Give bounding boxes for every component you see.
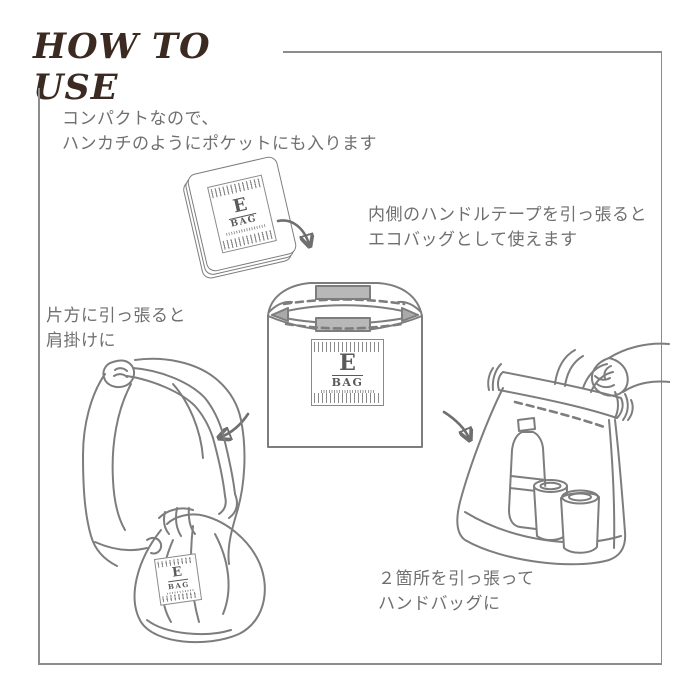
instruction-shoulder: 片方に引っ張ると 肩掛けに [46,303,186,353]
frame-line-top [283,51,662,53]
frame-line-bottom [38,663,662,665]
hand [591,357,629,397]
hand [102,359,136,389]
label-fineprint [321,390,374,393]
bag-side-gusset [608,419,616,549]
handbag-carry-illustration [456,342,670,566]
label-letter: E [332,352,363,376]
instruction-shoulder-line1: 片方に引っ張ると [46,306,186,325]
bag-body [133,513,266,644]
bag-top-silhouette [267,282,423,317]
instruction-shoulder-line2: 肩掛けに [46,331,116,351]
stitch-dashed-top [282,298,406,306]
bag-cinch [158,507,194,519]
ebag-label-shoulder: E BAG [153,553,203,606]
arrow-down-right-icon [442,410,480,446]
arm-outer [82,373,118,567]
instruction-compact-line1: コンパクトなので、 [62,109,219,128]
hand-fingers [594,365,615,389]
gusset-left [271,307,289,322]
can1-top-inner [539,481,562,491]
page-title: HOW TO USE [33,26,211,108]
gathered-band [497,371,624,419]
bag-bottom-line [146,619,232,636]
ebag-label-center: E BAG [311,339,384,406]
can2-top-inner [568,492,592,502]
label-hatch-top [314,342,381,352]
shoulder-carry-illustration [82,357,266,644]
handle-left [554,349,584,387]
frame-line-left [38,88,40,663]
hand-fingers [113,367,128,378]
stitch-dashed [513,400,609,430]
can2-top [561,489,599,505]
instruction-handbag-line2: ハンドバッグに [378,594,501,614]
open-ecobag-illustration [267,282,423,448]
handle-tape-back [315,285,371,300]
strap-down-back [212,433,236,497]
label-hatch-bottom [314,393,381,403]
arm-inner [111,383,132,531]
fold-crease-left [268,300,293,313]
can1-top [533,479,568,493]
frame-line-right [660,51,662,664]
lower-hand [146,536,163,555]
instruction-ecobag-line2: エコバッグとして使えます [368,230,578,250]
instruction-compact-line2: ハンカチのようにポケットにも入ります [62,134,377,154]
band-ruffle-left [487,363,502,391]
instruction-ecobag: 内側のハンドルテープを引っ張ると エコバッグとして使えます [368,202,647,252]
gather-marks [163,507,196,537]
strap-line-2 [126,375,214,439]
arrow-down-right-icon [276,219,316,258]
instruction-handbag: ２箇所を引っ張って ハンドバッグに [378,566,535,616]
instruction-compact: コンパクトなので、 ハンカチのようにポケットにも入ります [62,106,377,156]
torso-right-edge [227,419,246,565]
stitch-dashed-bottom [284,322,404,330]
label-word: BAG [331,376,364,389]
instruction-handbag-line1: ２箇所を引っ張って [378,569,535,588]
shoulder-outline [134,357,242,421]
forearm [94,541,148,551]
bag-front-panel [267,315,423,448]
strap-to-bag [218,493,238,519]
strap-line-1 [132,367,224,435]
bag-body [456,387,627,566]
fold-crease-right [397,300,422,313]
bottle-cap [517,417,536,432]
instruction-ecobag-line1: 内側のハンドルテープを引っ張ると [368,205,647,224]
forearm [608,342,670,393]
back-contour [172,383,204,459]
gusset-right [401,307,419,322]
ebag-label-folded: E BAG [207,174,277,254]
